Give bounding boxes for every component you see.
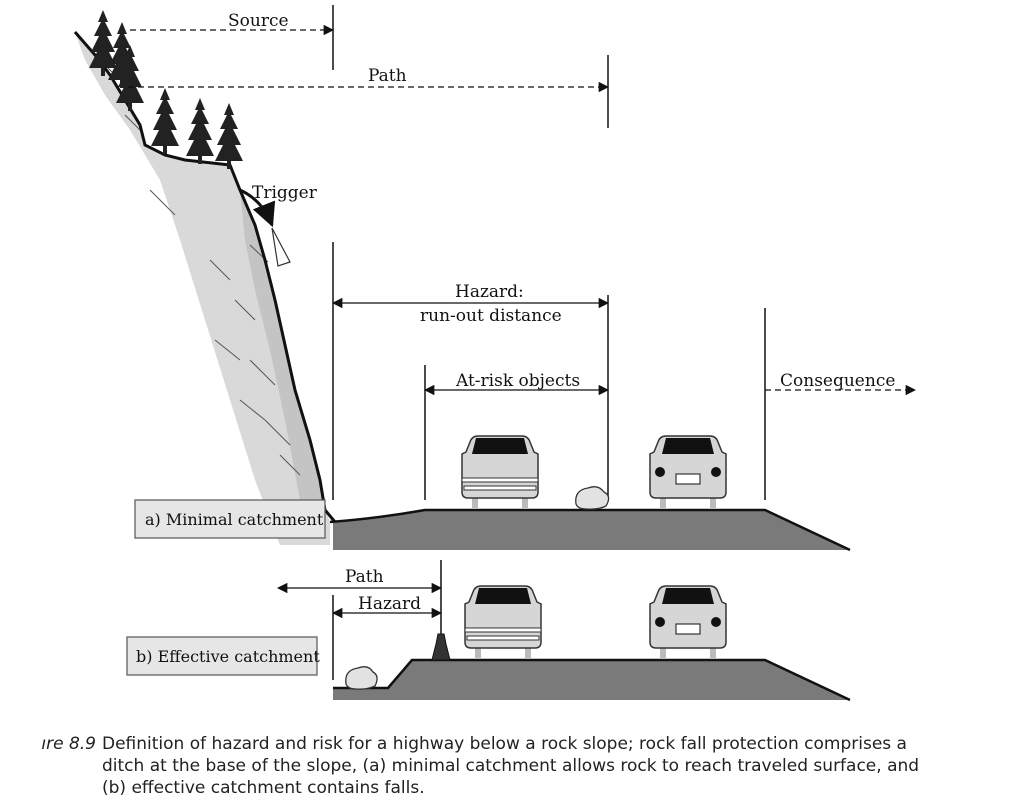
hazard-b-label: Hazard [358,594,421,614]
consequence-label: Consequence [780,371,895,391]
caption-line-1: Definition of hazard and risk for a high… [102,734,907,754]
fallen-rock-b [345,666,378,690]
box-b: b) Effective catchment [126,636,320,676]
rock-slope [73,31,337,545]
caption-line-2: ditch at the base of the slope, (a) mini… [102,756,920,776]
svg-text:a) Minimal catchment: a) Minimal catchment [145,510,324,529]
car-rear-a [649,435,727,509]
hazard-label: Hazard: [455,282,524,302]
car-front-b [464,585,542,659]
road-b [333,658,851,702]
rockfall-diagram: Trigger Source Path Hazard: run-out dist… [73,5,917,702]
road-a [329,508,851,552]
source-label: Source [228,11,289,31]
at-risk-label: At-risk objects [455,371,580,391]
trigger-label: Trigger [252,183,318,203]
runout-label: run-out distance [420,306,562,326]
car-rear-b [649,585,727,659]
fallen-rock-a [575,486,610,510]
path-b-label: Path [345,567,384,587]
path-label: Path [368,66,407,86]
barrier-b [431,633,451,661]
svg-text:b) Effective catchment: b) Effective catchment [136,647,320,666]
box-a: a) Minimal catchment [134,499,326,539]
car-front-a [461,435,539,509]
figure-caption: ıre 8.9 Definition of hazard and risk for… [0,733,1005,799]
figure-ref: ıre 8.9 [41,734,96,754]
caption-line-3: (b) effective catchment contains falls. [102,778,425,798]
trigger-arrow [239,188,291,267]
